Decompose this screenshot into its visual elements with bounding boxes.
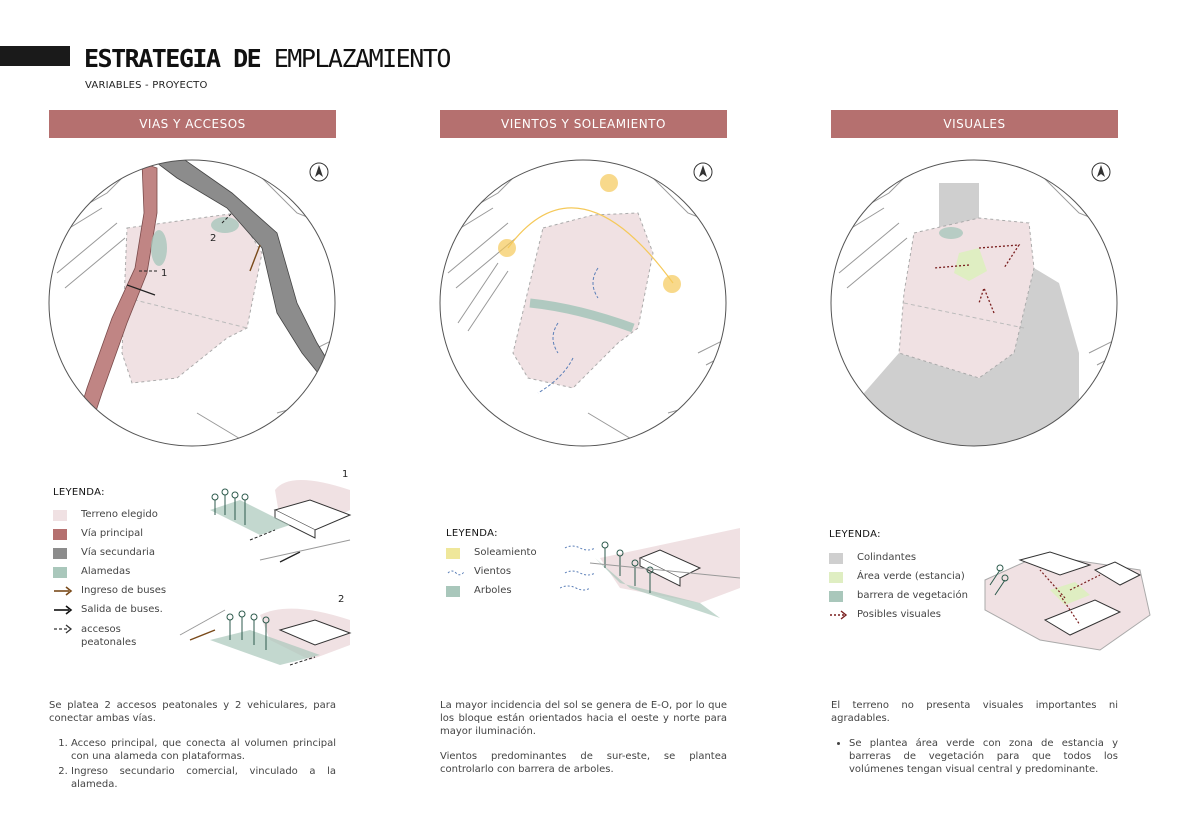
legend-item: Posibles visuales <box>829 609 989 628</box>
legend-label: Posibles visuales <box>857 609 941 620</box>
arrow-dashed-icon <box>54 624 73 634</box>
legend-label: Vía secundaria <box>81 547 155 558</box>
north-arrow-icon <box>309 162 329 182</box>
legend-item: Vía secundaria <box>53 547 203 566</box>
column-heading-vientos: VIENTOS Y SOLEAMIENTO <box>440 110 727 138</box>
legend-label: Ingreso de buses <box>81 585 167 596</box>
wind-icon <box>447 570 465 576</box>
legend-title-vias: LEYENDA: <box>53 487 105 498</box>
legend-item: accesos peatonales <box>53 623 203 649</box>
map-label-2: 2 <box>210 233 216 244</box>
page-subtitle: VARIABLES - PROYECTO <box>85 80 208 91</box>
legend-item: Alamedas <box>53 566 203 585</box>
page-title: ESTRATEGIA DE EMPLAZAMIENTO <box>84 44 452 73</box>
legend-item: Vientos <box>446 566 576 585</box>
legend-item: Salida de buses. <box>53 604 203 623</box>
legend-item: Colindantes <box>829 552 989 571</box>
swatch-vegetation <box>829 591 843 602</box>
legend-item: barrera de vegetación <box>829 590 989 609</box>
legend-label: Colindantes <box>857 552 917 563</box>
list-item: Ingreso secundario comercial, vinculado … <box>71 765 336 791</box>
map-visuales <box>829 153 1119 453</box>
legend-item: Soleamiento <box>446 547 576 566</box>
swatch-site <box>53 510 67 521</box>
legend-title-vientos: LEYENDA: <box>446 528 498 539</box>
legend-item: Arboles <box>446 585 576 604</box>
legend-label: Área verde (estancia) <box>857 571 965 582</box>
legend-vientos: Soleamiento Vientos Arboles <box>446 547 576 604</box>
legend-label: Salida de buses. <box>81 604 163 615</box>
text-vientos-p1: La mayor incidencia del sol se genera de… <box>440 700 727 737</box>
text-vias-intro: Se platea 2 accesos peatonales y 2 vehic… <box>49 700 336 724</box>
page-title-bold: ESTRATEGIA DE <box>84 44 262 73</box>
text-vias-list: Acceso principal, que conecta al volumen… <box>49 737 336 791</box>
map-vias-accesos: 1 2 <box>47 153 337 453</box>
north-arrow-icon <box>1091 162 1111 182</box>
sketch-access-1 <box>200 470 355 570</box>
map-label-1: 1 <box>161 268 167 279</box>
legend-visuales: Colindantes Área verde (estancia) barrer… <box>829 552 989 628</box>
legend-label: Soleamiento <box>474 547 537 558</box>
page-title-light: EMPLAZAMIENTO <box>260 44 452 73</box>
legend-label: Vientos <box>474 566 512 577</box>
header-accent-bar <box>0 46 70 66</box>
arrow-black-icon <box>54 605 73 615</box>
text-vias: Se platea 2 accesos peatonales y 2 vehic… <box>49 699 336 793</box>
legend-label: Terreno elegido <box>81 509 158 520</box>
column-heading-visuales: VISUALES <box>831 110 1118 138</box>
legend-label: Arboles <box>474 585 512 596</box>
swatch-green-area <box>829 572 843 583</box>
sketch-label-1: 1 <box>342 469 349 480</box>
swatch-sun <box>446 548 460 559</box>
dotted-arrow-icon <box>830 610 848 620</box>
legend-item: Terreno elegido <box>53 509 203 528</box>
text-vientos: La mayor incidencia del sol se genera de… <box>440 699 727 788</box>
swatch-alamedas <box>53 567 67 578</box>
legend-label: barrera de vegetación <box>857 590 968 601</box>
legend-vias: Terreno elegido Vía principal Vía secund… <box>53 509 203 649</box>
sketch-wind-barrier <box>560 528 745 623</box>
text-vientos-p2: Vientos predominantes de sur-este, se pl… <box>440 751 727 775</box>
text-visuales: El terreno no presenta visuales importan… <box>831 699 1118 776</box>
list-item: Acceso principal, que conecta al volumen… <box>71 737 336 763</box>
sketch-visuales <box>980 540 1155 655</box>
legend-title-visuales: LEYENDA: <box>829 529 881 540</box>
map-vientos-soleamiento <box>438 153 728 453</box>
swatch-trees <box>446 586 460 597</box>
legend-item: Ingreso de buses <box>53 585 203 604</box>
legend-label: Alamedas <box>81 566 131 577</box>
arrow-brown-icon <box>54 586 73 596</box>
sketch-label-2: 2 <box>338 594 345 605</box>
swatch-secondary-road <box>53 548 67 559</box>
legend-item: Vía principal <box>53 528 203 547</box>
text-visuales-p1: El terreno no presenta visuales importan… <box>831 700 1118 724</box>
column-heading-vias: VIAS Y ACCESOS <box>49 110 336 138</box>
legend-label: Vía principal <box>81 528 144 539</box>
text-visuales-list: Se plantea área verde con zona de estanc… <box>831 737 1118 776</box>
legend-item: Área verde (estancia) <box>829 571 989 590</box>
north-arrow-icon <box>693 162 713 182</box>
swatch-main-road <box>53 529 67 540</box>
sketch-access-2 <box>170 595 355 685</box>
list-item: Se plantea área verde con zona de estanc… <box>849 737 1118 776</box>
swatch-neighbors <box>829 553 843 564</box>
legend-label: accesos peatonales <box>81 624 137 648</box>
